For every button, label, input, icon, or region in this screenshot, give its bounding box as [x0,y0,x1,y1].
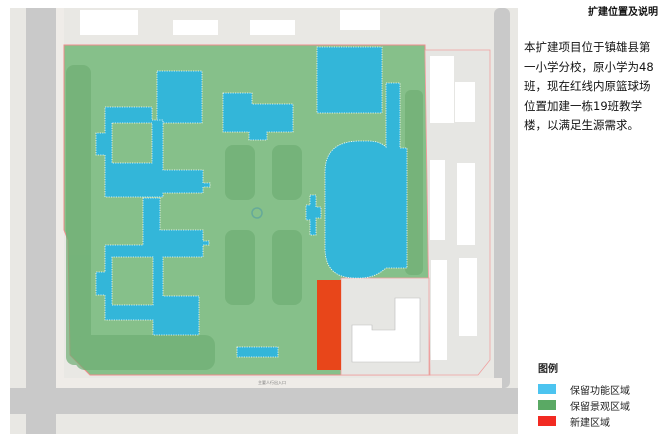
tree-clusters [66,65,423,370]
legend-swatch-red [538,416,556,426]
legend-swatch-blue [538,384,556,394]
road-west [26,8,56,434]
legend-title: 图例 [538,364,558,375]
legend-item-retained-function: 保留功能区域 [538,381,630,397]
legend-swatch-green [538,400,556,410]
legend-label: 保留景观区域 [570,401,630,413]
entrance-label: 主要人行出入口 [258,379,286,385]
panel-description: 本扩建项目位于镇雄县第一小学分校，原小学为48班，现在红线内原篮球场位置加建一栋… [524,40,654,132]
legend: 图例 保留功能区域 保留景观区域 新建区域 [538,360,630,429]
running-track [324,82,408,279]
site-plan-map: 主要人行出入口 [10,8,518,434]
new-build-area [317,280,341,370]
building-center [222,92,294,141]
teaching-building-north [95,106,211,198]
road-south [10,388,518,414]
legend-item-retained-landscape: 保留景观区域 [538,397,630,413]
building-stand [305,194,322,236]
teaching-building-south [95,197,210,336]
building-block [156,70,203,124]
legend-label: 新建区域 [570,417,610,429]
panel-title: 扩建位置及说明 [588,7,658,18]
legend-label: 保留功能区域 [570,385,630,397]
building-small [236,346,279,358]
legend-item-new-build: 新建区域 [538,413,630,429]
road-east [494,8,510,388]
retained-function-areas [95,46,408,358]
sports-court [316,46,383,114]
